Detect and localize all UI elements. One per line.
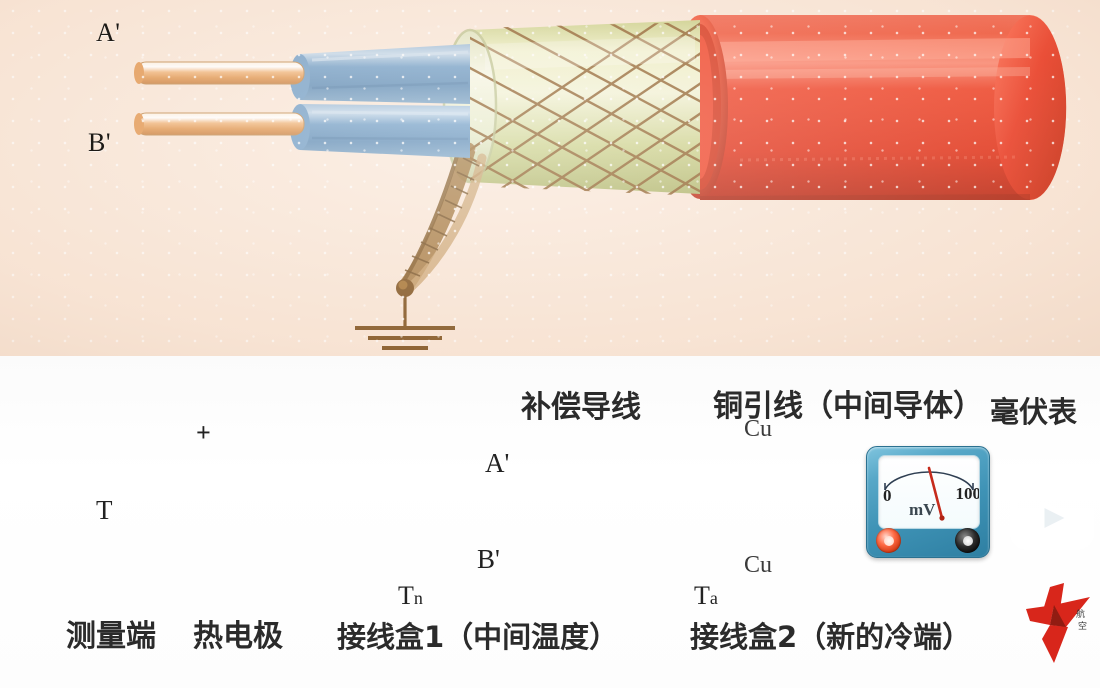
symbol-line-b-prime: B' bbox=[477, 544, 500, 574]
cable-photo-panel: A' B' bbox=[0, 0, 1100, 356]
symbol-polarity-plus: + bbox=[196, 418, 211, 447]
meter-scale-min: 0 bbox=[883, 486, 892, 505]
symbol-line-a-prime: A' bbox=[485, 448, 510, 478]
symbol-box2-temperature: Ta bbox=[694, 581, 718, 611]
symbol-copper-bottom: Cu bbox=[744, 552, 773, 578]
annotation-millivoltmeter: 毫伏表 bbox=[990, 395, 1078, 429]
annotation-compensating-wire: 补偿导线 bbox=[521, 390, 641, 425]
symbol-box1-temperature-base: T bbox=[398, 581, 414, 610]
meter-scale-max: 100 bbox=[955, 484, 980, 503]
tv-antenna-left bbox=[1023, 465, 1050, 492]
meter-face: 0 100 mV bbox=[878, 455, 980, 529]
meter-needle bbox=[927, 466, 944, 520]
annotation-copper-lead: 铜引线（中间导体） bbox=[713, 389, 983, 424]
symbol-box2-temperature-base: T bbox=[694, 581, 710, 610]
annotation-junction-box-1: 接线盒1（中间温度） bbox=[337, 620, 619, 654]
meter-unit: mV bbox=[909, 500, 936, 519]
tv-play-triangle-outline bbox=[1039, 501, 1073, 535]
symbol-copper-top: Cu bbox=[744, 416, 773, 442]
red-star-badge: 航 空 bbox=[1020, 583, 1100, 669]
symbol-box1-temperature-sub: n bbox=[413, 588, 423, 608]
annotation-measuring-end: 测量端 bbox=[66, 619, 156, 654]
annotation-junction-box-2: 接线盒2（新的冷端） bbox=[690, 620, 972, 654]
meter-needle-pivot bbox=[939, 515, 945, 521]
star-point-left bbox=[1026, 605, 1054, 625]
meter-terminal-negative[interactable] bbox=[955, 528, 980, 553]
star-point-bottom bbox=[1042, 625, 1068, 663]
star-point-top bbox=[1044, 583, 1064, 609]
symbol-box2-temperature-sub: a bbox=[709, 588, 718, 608]
star-shade bbox=[1050, 605, 1066, 627]
symbol-hot-junction-T: T bbox=[96, 495, 113, 525]
photo-vignette bbox=[0, 0, 1100, 356]
annotation-thermoelectrode: 热电极 bbox=[193, 619, 283, 654]
tv-play-triangle bbox=[1042, 504, 1070, 532]
star-badge-text-2: 空 bbox=[1078, 620, 1087, 632]
symbol-box1-temperature: Tn bbox=[398, 581, 423, 611]
star-badge-text-1: 航 bbox=[1076, 608, 1085, 620]
tv-antenna-right bbox=[1056, 465, 1083, 492]
bilibili-tv-play-icon[interactable] bbox=[998, 462, 1100, 566]
photo-speckle-texture bbox=[0, 0, 1100, 356]
meter-terminal-positive[interactable] bbox=[876, 528, 901, 553]
photo-label-b-prime: B' bbox=[88, 128, 112, 157]
photo-label-a-prime: A' bbox=[96, 18, 121, 47]
circuit-diagram-panel: 0 100 mV 补偿导线 铜引线（中间导体） 毫伏表 测量端 热电极 接线盒1… bbox=[0, 356, 1100, 688]
millivoltmeter[interactable]: 0 100 mV bbox=[866, 446, 990, 558]
